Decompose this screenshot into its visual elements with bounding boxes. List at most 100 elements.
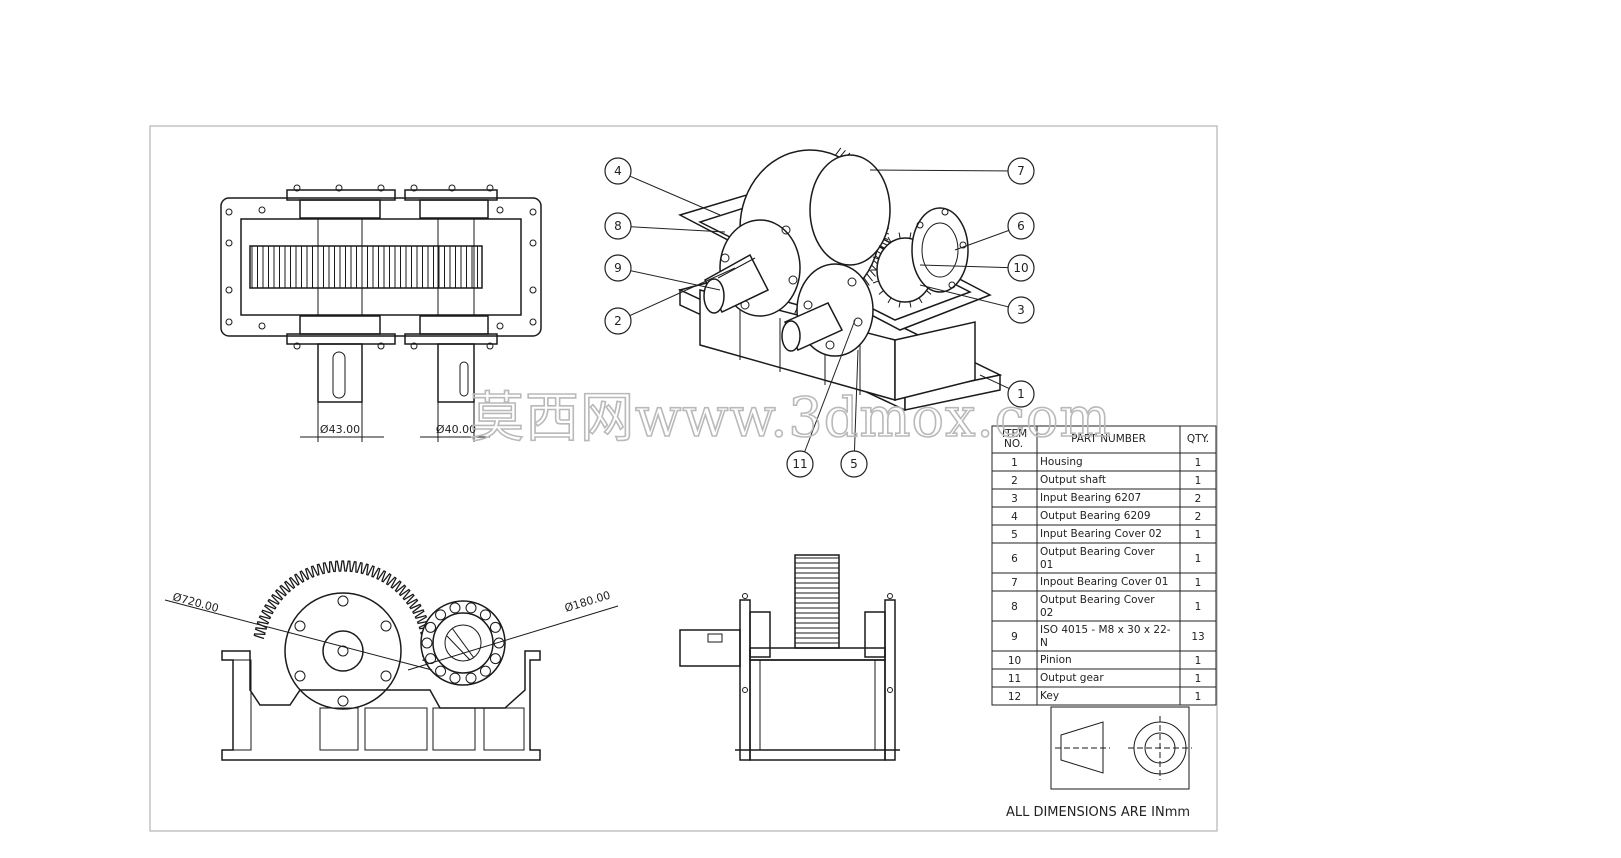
balloon-label: 7: [1017, 164, 1025, 178]
bom-row: 3 Input Bearing 6207 2: [991, 488, 1217, 508]
bom-part-number-cont: 02: [1040, 607, 1053, 619]
bom-qty: 1: [1195, 601, 1202, 613]
side-view: [679, 554, 900, 761]
bom-item-no: 3: [1011, 493, 1018, 505]
bom-part-number-cont: 01: [1040, 559, 1053, 571]
balloon-circle: [786, 450, 814, 478]
bom-item-no: 12: [1008, 691, 1021, 703]
balloon-circle: [1007, 212, 1035, 240]
leader-line: [853, 349, 859, 465]
bom-item-no: 10: [1008, 655, 1021, 667]
bom-part-number: Input Bearing 6207: [1040, 492, 1141, 504]
bom-row: 1 Housing 1: [991, 452, 1217, 472]
bom-qty: 13: [1191, 631, 1204, 643]
bom-row: 2 Output shaft 1: [991, 470, 1217, 490]
bom-part-number: Key: [1040, 690, 1059, 702]
bom-item-no: 6: [1011, 553, 1018, 565]
bom-part-number: Output Bearing 6209: [1040, 510, 1151, 522]
balloon-label: 2: [614, 314, 622, 328]
balloon-circle: [1007, 157, 1035, 185]
leader-line: [869, 169, 1022, 172]
bom-part-number: Input Bearing Cover 02: [1040, 528, 1162, 540]
leader-line: [617, 225, 726, 233]
bom-part-number: ISO 4015 - M8 x 30 x 22-: [1040, 624, 1171, 636]
bom-qty: 1: [1195, 673, 1202, 685]
bom-part-number: Inpout Bearing Cover 01: [1040, 576, 1168, 588]
balloon-label: 3: [1017, 303, 1025, 317]
bom-row: 11 Output gear 1: [991, 668, 1217, 688]
bom-item-no: 11: [1008, 673, 1021, 685]
bom-part-number: Output Bearing Cover: [1040, 594, 1155, 606]
bom-qty: 1: [1195, 553, 1202, 565]
projection-symbol: [1050, 706, 1192, 790]
bom-item-no: 5: [1011, 529, 1018, 541]
balloon-circle: [1007, 380, 1035, 408]
top-view: [220, 184, 542, 442]
balloon-label: 4: [614, 164, 622, 178]
isometric-view: [677, 147, 1003, 412]
balloon-label: 11: [792, 457, 807, 471]
balloon-circle: [604, 157, 632, 185]
balloon-2: 2: [604, 267, 736, 335]
bom-part-number: Output gear: [1040, 672, 1104, 684]
balloon-7: 7: [869, 157, 1035, 185]
balloon-8: 8: [604, 212, 726, 240]
bom-item-no: 7: [1011, 577, 1018, 589]
bom-part-number: Output Bearing Cover: [1040, 546, 1155, 558]
dimensions-note: ALL DIMENSIONS ARE INmm: [1006, 805, 1190, 820]
leader-line: [617, 267, 736, 322]
leader-line: [919, 264, 1022, 269]
leader-line: [799, 319, 856, 465]
balloon-9: 9: [604, 254, 721, 291]
balloon-5: 5: [840, 349, 868, 478]
bom-item-no: 4: [1011, 511, 1018, 523]
balloon-circle: [604, 307, 632, 335]
bom-part-number: Output shaft: [1040, 474, 1106, 486]
bom-part-number-cont: N: [1040, 637, 1048, 649]
balloon-circle: [1007, 296, 1035, 324]
balloon-10: 10: [919, 254, 1035, 282]
bom-part-number: Pinion: [1040, 654, 1072, 666]
balloon-circle: [1007, 254, 1035, 282]
bom-header-part: PART NUMBER: [1071, 433, 1146, 445]
dim-top-right-shaft: Ø40.00: [436, 423, 476, 436]
balloon-label: 5: [850, 457, 858, 471]
balloon-circle: [604, 212, 632, 240]
bom-qty: 1: [1195, 475, 1202, 487]
bom-item-no: 2: [1011, 475, 1018, 487]
bom-row: 5 Input Bearing Cover 02 1: [991, 524, 1217, 544]
leader-line: [919, 284, 1022, 311]
bom-qty: 1: [1195, 691, 1202, 703]
balloon-label: 8: [614, 219, 622, 233]
bom-qty: 2: [1195, 493, 1202, 505]
bom-qty: 1: [1195, 457, 1202, 469]
bom-row: 7 Inpout Bearing Cover 01 1: [991, 572, 1217, 592]
watermark: 莫西网www.3dmox.com: [470, 386, 1112, 449]
bom-item-no: 1: [1011, 457, 1018, 469]
bom-header-qty: QTY.: [1187, 433, 1209, 445]
leader-line: [617, 170, 721, 216]
bom-qty: 1: [1195, 577, 1202, 589]
balloon-6: 6: [954, 212, 1035, 251]
bom-qty: 1: [1195, 529, 1202, 541]
dim-gear-diameter: Ø720.00: [171, 590, 220, 615]
leader-line: [617, 267, 721, 291]
bom-part-number: Housing: [1040, 456, 1083, 468]
bom-header-row: [991, 425, 1217, 454]
dim-pinion-diameter: Ø180.00: [563, 589, 612, 615]
balloon-3: 3: [919, 284, 1035, 324]
dim-top-left-shaft: Ø43.00: [320, 423, 360, 436]
front-view: [164, 560, 619, 761]
balloon-label: 1: [1017, 387, 1025, 401]
bom-qty: 2: [1195, 511, 1202, 523]
balloon-4: 4: [604, 157, 721, 216]
bom-row: 4 Output Bearing 6209 2: [991, 506, 1217, 526]
balloon-circle: [840, 450, 868, 478]
